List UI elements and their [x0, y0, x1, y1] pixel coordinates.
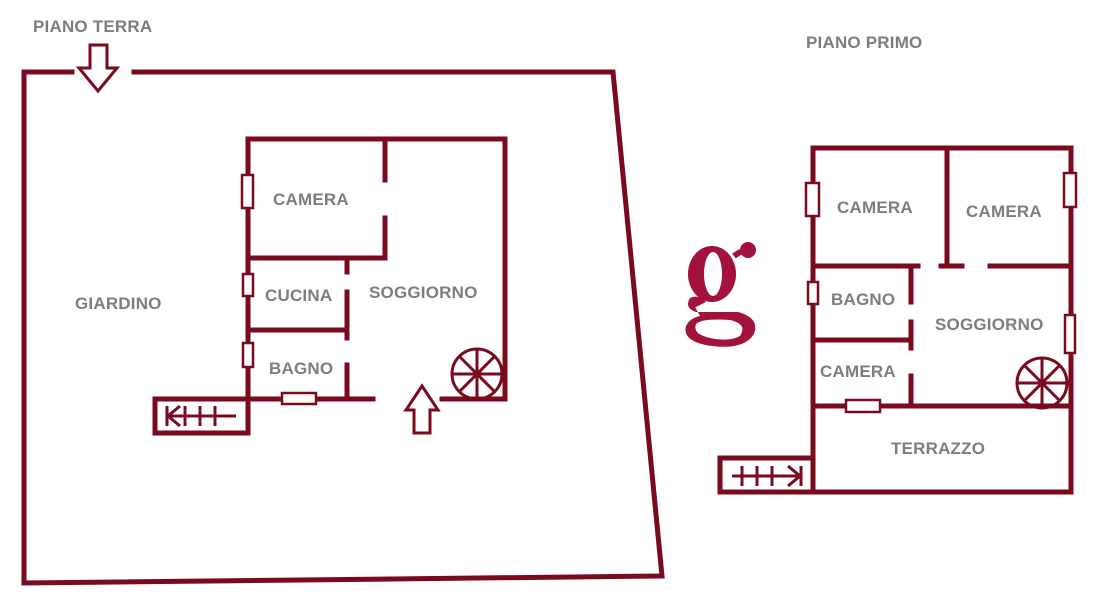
room-label-living: SOGGIORNO — [935, 315, 1044, 334]
external-stairs-icon — [152, 396, 251, 436]
room-label-bedroom-1: CAMERA — [837, 198, 913, 217]
house-entrance-arrow-icon — [403, 383, 441, 435]
first-floor-title: PIANO PRIMO — [806, 33, 923, 52]
room-label-bedroom: CAMERA — [273, 190, 349, 209]
room-label-bedroom-2: CAMERA — [966, 202, 1042, 221]
entrance-arrow-icon — [75, 43, 121, 94]
ground-floor-title: PIANO TERRA — [33, 17, 153, 36]
spiral-staircase-icon — [450, 347, 504, 401]
lot-boundary — [21, 69, 665, 586]
room-label-kitchen: CUCINA — [265, 286, 333, 305]
room-label-garden: GIARDINO — [75, 294, 162, 313]
first-floor-house — [717, 145, 1078, 495]
spiral-staircase-icon — [1015, 356, 1069, 410]
agency-logo-icon — [685, 242, 756, 347]
room-label-terrace: TERRAZZO — [891, 439, 986, 458]
ground-floor-house — [152, 136, 508, 436]
room-label-bedroom-3: CAMERA — [820, 362, 896, 381]
external-stairs-icon — [717, 455, 816, 495]
room-label-living: SOGGIORNO — [369, 283, 478, 302]
room-label-bathroom: BAGNO — [831, 290, 896, 309]
room-label-bathroom: BAGNO — [269, 359, 334, 378]
